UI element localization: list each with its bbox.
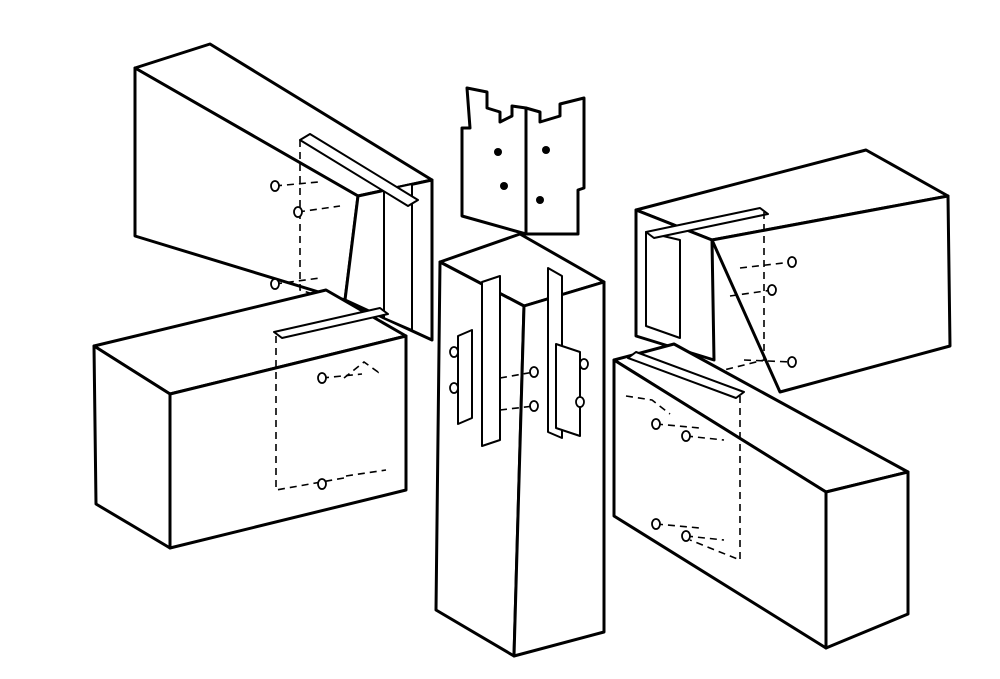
beam-bottom-left	[92, 288, 408, 550]
post-plate-right	[555, 343, 581, 437]
beam-top-right-hidden-plate	[699, 212, 765, 377]
connector-plate-bolt-holes	[494, 146, 550, 204]
beam-top-left-plate-edge	[299, 133, 419, 207]
beam-bottom-left-hidden-slot	[343, 360, 379, 379]
beam-top-left-dowels	[270, 180, 341, 290]
beam-top-right-slot	[645, 231, 681, 339]
beam-top-right-plate-edge	[645, 207, 769, 239]
beam-bottom-right-hidden-plate	[689, 396, 741, 562]
beam-bottom-right-dowels	[651, 418, 725, 542]
beam-bottom-left-side-face	[168, 334, 408, 550]
beam-bottom-right-plate-edge	[627, 351, 745, 399]
beam-bottom-right-end-face	[824, 470, 910, 650]
post-dowels	[449, 346, 589, 412]
post-slot-front	[481, 275, 501, 447]
beam-bottom-left-plate-edge	[273, 307, 389, 339]
beam-bottom-right	[612, 342, 910, 650]
beam-bottom-right-hidden-slot	[625, 395, 671, 415]
beam-top-right-dowels	[729, 256, 797, 368]
beam-top-left-slot	[383, 183, 413, 331]
connector-plate-left-wing	[460, 86, 528, 236]
beam-top-right	[634, 148, 952, 394]
beam-top-right-side-face	[710, 194, 952, 394]
post-plate-left	[457, 329, 473, 425]
post-left-face	[434, 260, 526, 658]
beam-top-left	[133, 42, 434, 342]
post-centre	[434, 232, 606, 658]
connector-plate-right-wing	[524, 96, 586, 236]
beam-bottom-left-dowels	[317, 372, 387, 490]
beam-bottom-left-hidden-plate	[275, 336, 345, 491]
steel-connector-plate	[460, 86, 586, 236]
